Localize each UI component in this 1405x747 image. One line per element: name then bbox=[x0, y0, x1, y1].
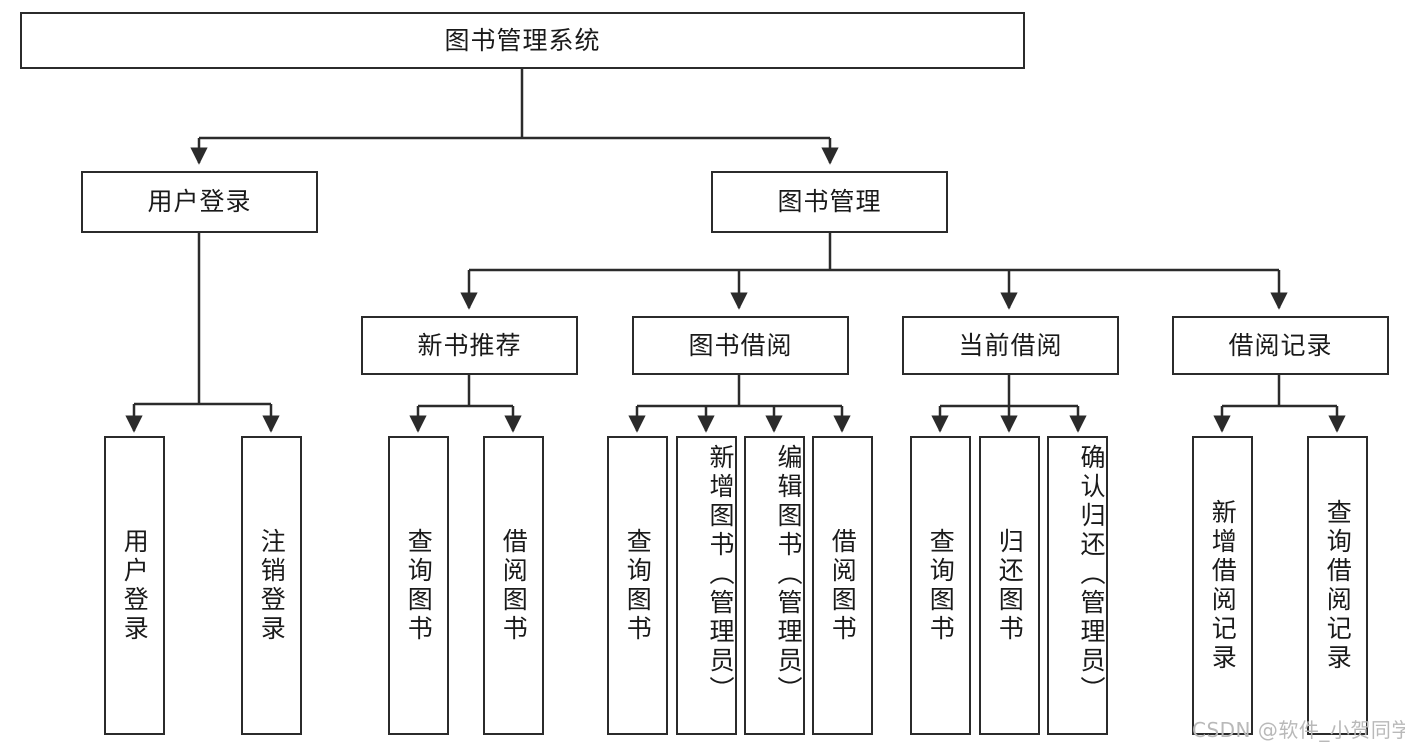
node-current-borrow[interactable]: 当前借阅 bbox=[902, 316, 1119, 375]
leaf-borrow-add-book-admin[interactable]: 新增图书（管理员） bbox=[676, 436, 737, 735]
leaf-borrow-borrow-book[interactable]: 借阅图书 bbox=[812, 436, 873, 735]
leaf-current-return-book[interactable]: 归还图书 bbox=[979, 436, 1040, 735]
node-new-book-recommend[interactable]: 新书推荐 bbox=[361, 316, 578, 375]
node-book-management[interactable]: 图书管理 bbox=[711, 171, 948, 233]
node-borrow-record[interactable]: 借阅记录 bbox=[1172, 316, 1389, 375]
leaf-current-query-book[interactable]: 查询图书 bbox=[910, 436, 971, 735]
leaf-user-login-signin[interactable]: 用户登录 bbox=[104, 436, 165, 735]
leaf-borrow-query-book[interactable]: 查询图书 bbox=[607, 436, 668, 735]
leaf-user-login-signout[interactable]: 注销登录 bbox=[241, 436, 302, 735]
node-user-login[interactable]: 用户登录 bbox=[81, 171, 318, 233]
leaf-current-confirm-return-admin[interactable]: 确认归还（管理员） bbox=[1047, 436, 1108, 735]
leaf-recommend-query-book[interactable]: 查询图书 bbox=[388, 436, 449, 735]
leaf-borrow-edit-book-admin[interactable]: 编辑图书（管理员） bbox=[744, 436, 805, 735]
node-book-borrow[interactable]: 图书借阅 bbox=[632, 316, 849, 375]
leaf-record-query-record[interactable]: 查询借阅记录 bbox=[1307, 436, 1368, 735]
leaf-recommend-borrow-book[interactable]: 借阅图书 bbox=[483, 436, 544, 735]
node-root-system[interactable]: 图书管理系统 bbox=[20, 12, 1025, 69]
watermark-text: CSDN @软件_小贺同学 bbox=[1192, 718, 1405, 742]
leaf-record-add-record[interactable]: 新增借阅记录 bbox=[1192, 436, 1253, 735]
